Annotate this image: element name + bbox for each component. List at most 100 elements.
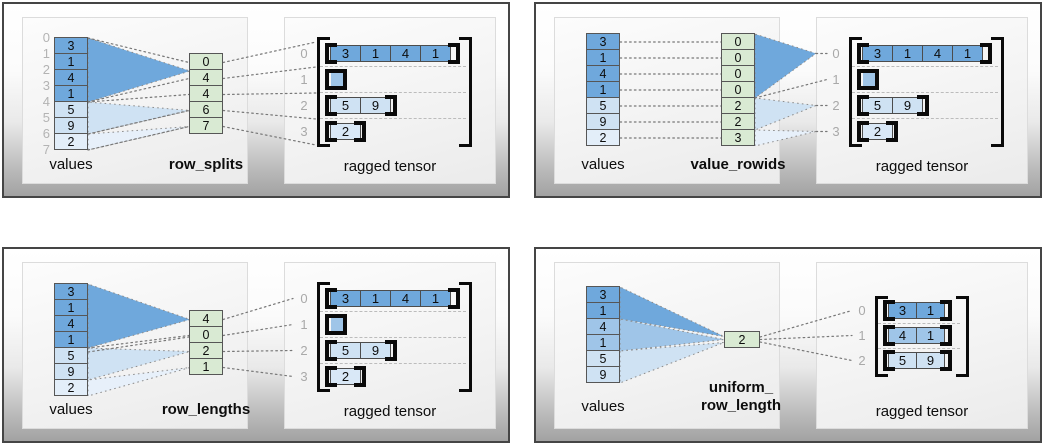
tensor-row: 5 9 (330, 342, 391, 359)
outer-bracket-left (875, 296, 888, 377)
value-cell: 3 (586, 33, 620, 50)
value-cell: 2 (54, 133, 88, 150)
row-separator (320, 311, 466, 312)
row-separator (878, 323, 960, 324)
tensor-cell: 2 (330, 368, 361, 385)
value-cell: 3 (54, 37, 88, 54)
tensor-row: 3 1 (888, 302, 945, 319)
row-index: 0 (300, 291, 308, 306)
value-cell: 4 (54, 69, 88, 86)
funnel-dark (87, 283, 192, 349)
value-index: 0 (42, 30, 50, 45)
row-bracket-left (325, 366, 337, 387)
value-cell: 9 (54, 363, 88, 380)
value-cell: 5 (54, 347, 88, 364)
value-cell: 1 (54, 53, 88, 70)
values-column: 3 1 4 1 5 9 2 (54, 37, 88, 150)
value-index: 6 (42, 126, 50, 141)
value-cell: 3 (54, 283, 88, 300)
row-bracket-right (354, 121, 366, 142)
outer-bracket-left (317, 37, 330, 147)
outer-bracket-right (956, 296, 969, 377)
outer-bracket-right (991, 37, 1004, 147)
value-index: 2 (42, 62, 50, 77)
funnel-light (754, 97, 817, 131)
tensor-cell: 1 (420, 290, 451, 307)
empty-row-cell (331, 316, 344, 333)
tensor-cell: 2 (862, 123, 893, 140)
row-bracket-left (325, 288, 337, 309)
panel-value-rowids: 3 1 4 1 5 9 2 0 0 0 0 2 2 3 3 1 4 1 5 (534, 2, 1042, 198)
panel-uniform-row-length: 3 1 4 1 5 9 2 3 1 4 1 5 9 0 1 2 (534, 247, 1042, 443)
value-cell: 5 (586, 350, 620, 367)
row-bracket-right (448, 288, 460, 309)
tensor-row: 2 (862, 123, 893, 140)
row-index: 2 (300, 343, 308, 358)
row-bracket-left (325, 95, 337, 116)
partition-label-line1: uniform_ (708, 379, 774, 396)
value-cell: 1 (586, 81, 620, 98)
value-index: 4 (42, 94, 50, 109)
partition-cell: 1 (189, 358, 223, 375)
value-cell: 5 (54, 101, 88, 118)
value-cell: 5 (586, 97, 620, 114)
row-separator (320, 92, 466, 93)
tensor-cell: 9 (916, 352, 945, 369)
row-bracket-right (354, 366, 366, 387)
outer-bracket-right (459, 282, 472, 392)
values-label: values (581, 398, 625, 415)
row-bracket-right (335, 69, 347, 90)
outer-bracket-left (849, 37, 862, 147)
row-bracket-right (940, 325, 952, 346)
row-bracket-left (857, 43, 869, 64)
value-index: 1 (42, 46, 50, 61)
tensor-row: 2 (330, 123, 361, 140)
value-cell: 4 (586, 65, 620, 82)
row-bracket-right (917, 95, 929, 116)
row-index: 0 (858, 303, 866, 318)
funnel-dark (754, 33, 818, 99)
value-index: 3 (42, 78, 50, 93)
tensor-cell: 4 (390, 45, 421, 62)
dotted-connectors (87, 297, 294, 378)
row-bracket-left (857, 69, 869, 90)
row-separator (852, 92, 998, 93)
dotted-connectors (87, 37, 317, 151)
partition-cell: 0 (189, 326, 223, 343)
row-index: 3 (300, 369, 308, 384)
row-bracket-right (940, 300, 952, 321)
value-cell: 3 (586, 286, 620, 303)
partition-cell: 4 (189, 69, 223, 86)
tensor-cell: 1 (916, 302, 945, 319)
row-bracket-left (883, 325, 895, 346)
partition-cell: 7 (189, 117, 223, 134)
tensor-cell: 1 (952, 45, 983, 62)
row-bracket-right (448, 43, 460, 64)
row-separator (852, 118, 998, 119)
row-separator (320, 363, 466, 364)
row-index: 0 (832, 46, 840, 61)
funnel-pale (754, 129, 817, 147)
value-cell: 4 (586, 318, 620, 335)
partition-cell: 0 (721, 81, 755, 98)
tensor-cell: 9 (360, 342, 391, 359)
value-cell: 1 (586, 302, 620, 319)
partition-cell: 4 (189, 85, 223, 102)
values-label: values (49, 156, 93, 173)
partition-cell: 2 (189, 342, 223, 359)
partition-label-line2: row_length (700, 397, 781, 414)
tensor-row: 5 9 (330, 97, 391, 114)
value-index: 7 (42, 142, 50, 157)
row-separator (852, 66, 998, 67)
value-cell: 1 (54, 299, 88, 316)
tensor-cell: 5 (330, 342, 361, 359)
row-bracket-left (857, 95, 869, 116)
panel-row-lengths: 3 1 4 1 5 9 2 4 0 2 1 3 1 4 1 5 9 2 (2, 247, 510, 443)
row-index: 1 (858, 328, 866, 343)
row-index: 2 (858, 353, 866, 368)
value-cell: 9 (54, 117, 88, 134)
row-separator (320, 337, 466, 338)
tensor-cell: 3 (888, 302, 917, 319)
connector-overlay (87, 37, 317, 151)
funnel-light (619, 342, 725, 384)
